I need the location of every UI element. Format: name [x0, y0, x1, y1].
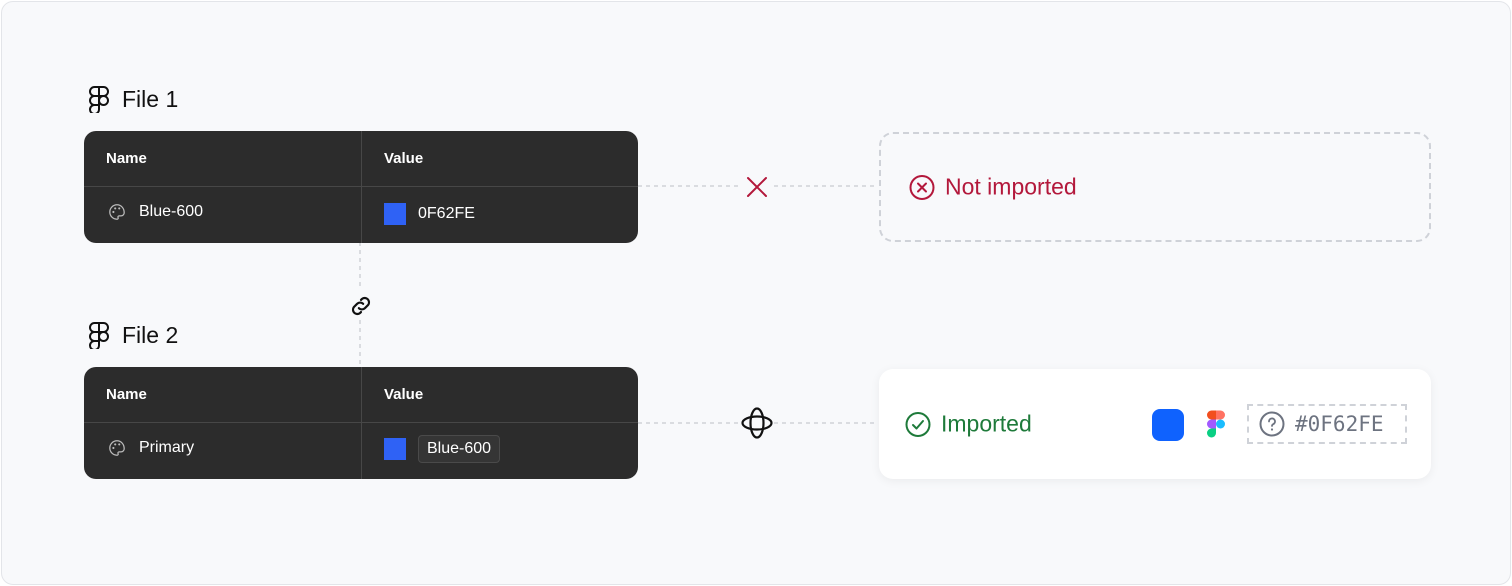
color-swatch — [384, 203, 406, 225]
status-label: Imported — [941, 410, 1032, 437]
name-header: Name — [106, 150, 147, 167]
palette-icon — [109, 204, 125, 220]
table-row[interactable]: Primary — [108, 439, 194, 457]
file2-table: Name Value Primary Blue-600 — [84, 367, 638, 479]
status-label: Not imported — [945, 173, 1077, 200]
x-icon — [747, 177, 767, 197]
token-value: 0F62FE — [418, 205, 475, 222]
alias-chip[interactable]: Blue-600 — [418, 435, 501, 463]
link-icon — [351, 296, 371, 316]
value-header: Value — [384, 150, 424, 167]
not-imported-card: Not imported — [879, 132, 1431, 242]
question-circle-icon — [1259, 411, 1285, 437]
file1-title: File 1 — [122, 85, 179, 112]
file2-title: File 2 — [122, 321, 179, 348]
figma-outline-icon — [89, 86, 109, 113]
token-name: Primary — [139, 439, 195, 456]
plugin-icon — [741, 407, 773, 439]
hex-value: #0F62FE — [1295, 412, 1384, 436]
file2-heading: File 2 — [88, 321, 178, 349]
value-header: Value — [384, 386, 424, 403]
file1-table: Name Value Blue-600 0F62FE — [84, 131, 638, 243]
token-name: Blue-600 — [139, 203, 204, 220]
color-swatch — [384, 438, 406, 460]
file1-heading: File 1 — [88, 85, 178, 113]
figma-logo-icon — [1207, 410, 1225, 438]
status-not-imported: Not imported — [909, 174, 1077, 201]
palette-icon — [109, 440, 125, 456]
imported-card: Imported #0F62FE — [879, 369, 1431, 479]
check-circle-icon — [905, 411, 931, 437]
table-row[interactable]: Blue-600 — [108, 203, 203, 221]
status-imported: Imported — [905, 411, 1032, 438]
name-header: Name — [106, 386, 147, 403]
color-tile — [1152, 409, 1184, 441]
value-cell: 0F62FE — [384, 203, 475, 225]
hex-value-box[interactable]: #0F62FE — [1247, 404, 1407, 444]
x-circle-icon — [909, 174, 935, 200]
value-cell: Blue-600 — [384, 435, 501, 463]
figma-outline-icon — [89, 322, 109, 349]
